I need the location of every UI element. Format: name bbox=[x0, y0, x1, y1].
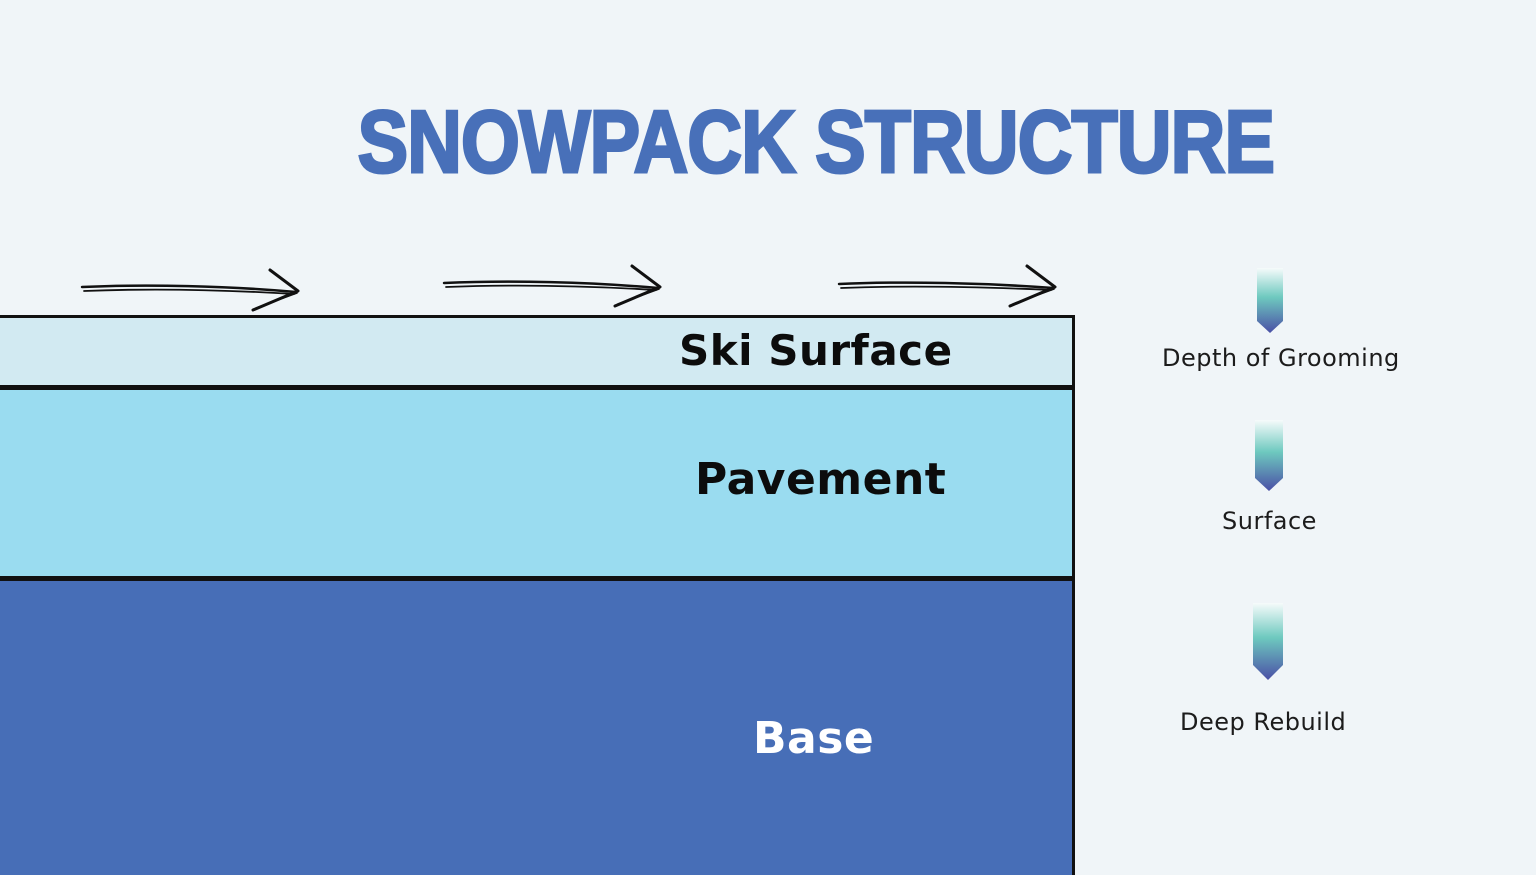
hand-drawn-arrow-right-icon bbox=[837, 264, 1057, 308]
depth-marker-label: Deep Rebuild bbox=[1180, 708, 1347, 736]
hand-drawn-arrow-right-icon bbox=[80, 268, 300, 312]
depth-marker-label: Depth of Grooming bbox=[1162, 344, 1400, 372]
layer-pavement: Pavement bbox=[0, 385, 1072, 576]
hand-drawn-arrow-right-icon bbox=[442, 264, 662, 308]
layer-label: Pavement bbox=[695, 454, 947, 505]
gradient-arrow-down-icon bbox=[1257, 268, 1283, 333]
snowpack-layers: Ski Surface Pavement Base bbox=[0, 315, 1075, 875]
gradient-arrow-down-icon bbox=[1255, 420, 1283, 491]
layer-ski-surface: Ski Surface bbox=[0, 318, 1072, 385]
layer-label: Ski Surface bbox=[679, 326, 953, 375]
gradient-arrow-down-icon bbox=[1253, 603, 1283, 680]
diagram-title: SNOWPACK STRUCTURE bbox=[356, 91, 1276, 193]
depth-marker-label: Surface bbox=[1222, 507, 1317, 535]
layer-label: Base bbox=[753, 713, 875, 764]
layer-base: Base bbox=[0, 576, 1072, 875]
